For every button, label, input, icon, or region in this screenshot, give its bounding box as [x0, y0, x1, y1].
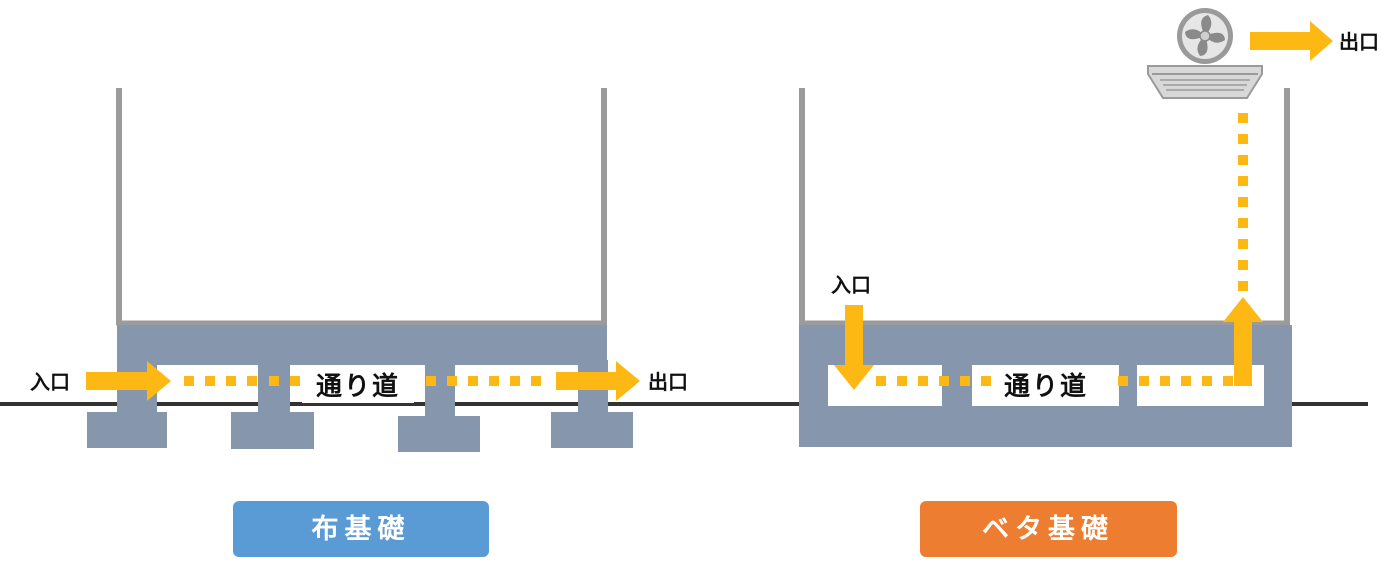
exit-arrow	[1250, 21, 1333, 61]
entrance-arrow	[834, 305, 874, 390]
exit-label: 出口	[648, 370, 688, 394]
beta-kiso-badge	[920, 501, 1177, 557]
passage-label-box	[302, 367, 414, 403]
nunokiso-badge-label: 布基礎	[312, 514, 411, 545]
entrance-label: 入口	[831, 273, 871, 297]
passage-label: 通り道	[1004, 371, 1088, 402]
beta-kiso-diagram: 入口 通り道 出口 ベタ基礎	[799, 8, 1379, 557]
exit-label: 出口	[1339, 30, 1379, 54]
entrance-label: 入口	[30, 370, 70, 394]
entrance-arrow	[86, 361, 171, 401]
passage-label: 通り道	[316, 371, 400, 402]
upward-arrow	[1223, 297, 1263, 386]
exit-arrow	[556, 361, 640, 401]
airflow-dotted-path	[184, 376, 541, 386]
airflow-dotted-path	[876, 113, 1248, 386]
ventilation-fan-icon	[1147, 8, 1263, 99]
beta-kiso-badge-label: ベタ基礎	[982, 514, 1114, 545]
nunokiso-foundation	[87, 325, 633, 452]
opening	[972, 365, 1119, 406]
nunokiso-badge	[233, 501, 489, 557]
nunokiso-diagram: 入口 出口 通り道 布基礎	[30, 88, 688, 557]
